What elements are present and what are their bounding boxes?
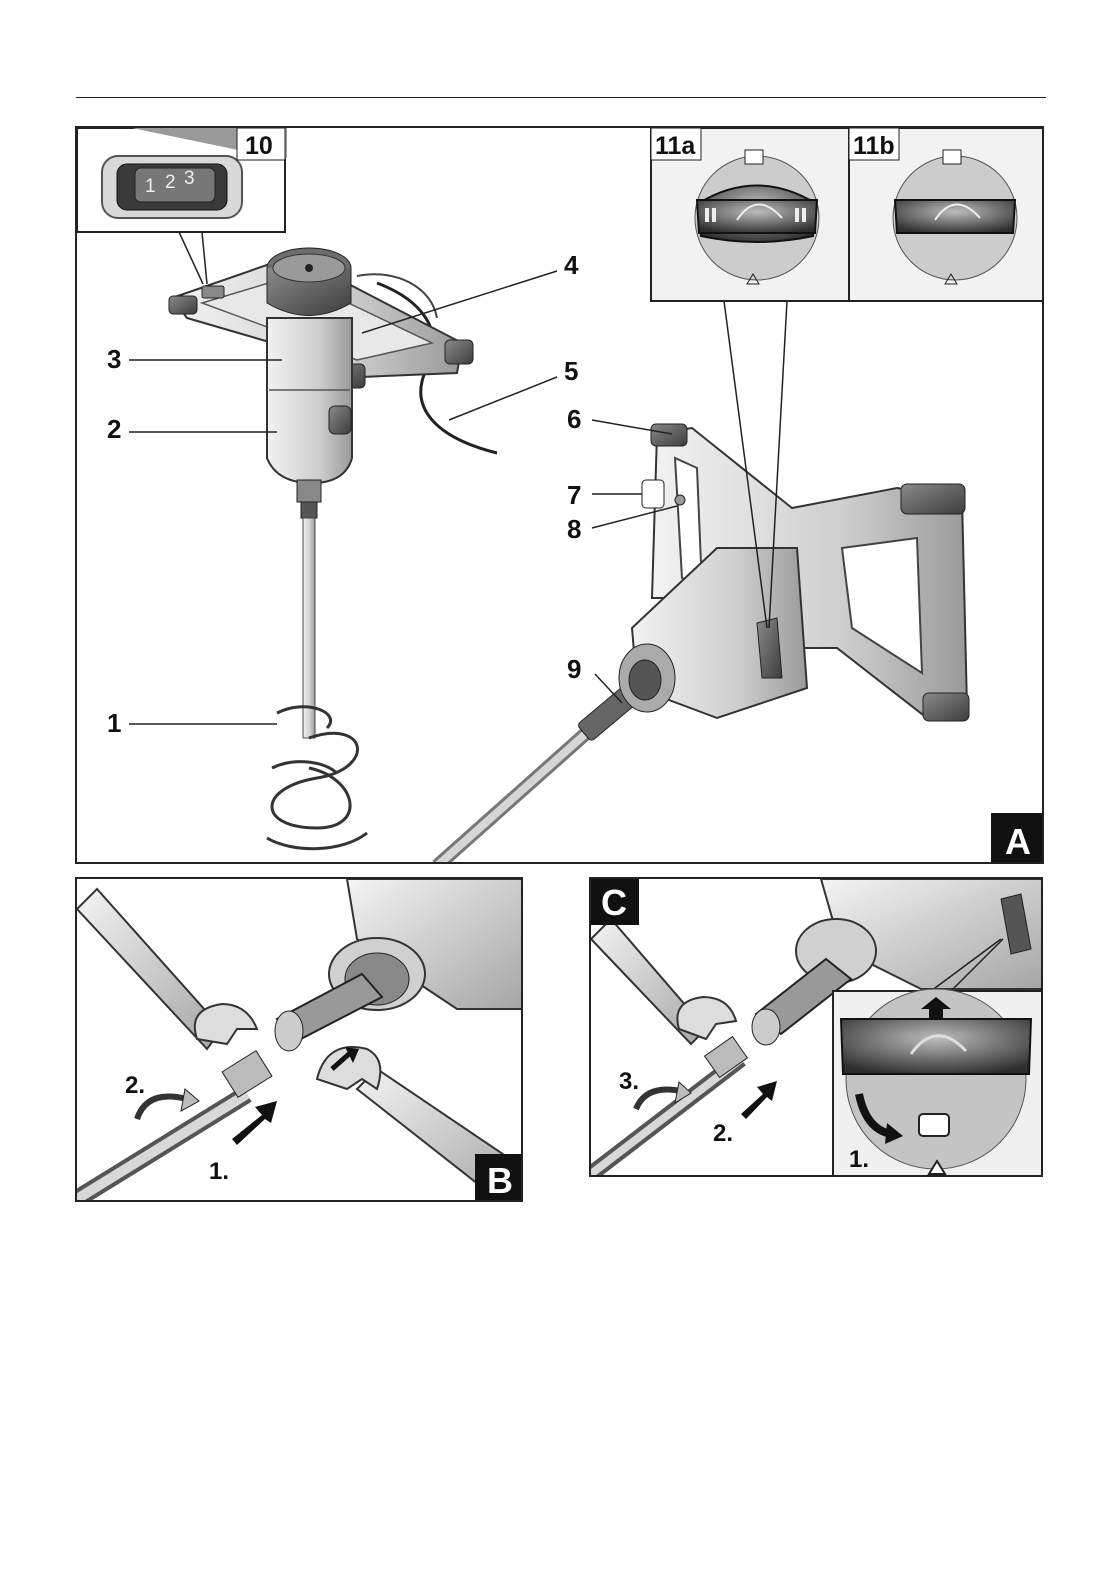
callout-6: 6: [567, 404, 581, 434]
inset-10-label: 10: [245, 132, 273, 160]
figure-c-labels: 1. 2. 3. C: [591, 879, 1043, 1177]
figure-c-panel: 1. 2. 3. C: [589, 877, 1043, 1177]
figure-c-badge: C: [601, 882, 627, 923]
figure-b-badge: B: [487, 1160, 513, 1201]
inset-11b-label: 11b: [853, 132, 895, 160]
speed-digit-3: 3: [184, 168, 195, 189]
figure-c-step-1: 1.: [849, 1146, 869, 1173]
figure-b-step-1: 1.: [209, 1158, 229, 1185]
callout-3: 3: [107, 344, 121, 374]
callout-7: 7: [567, 480, 581, 510]
figure-a-panel: 1 2 3 4 5 6 7 8 9 10 1 2 3 11a 11b A: [75, 126, 1044, 864]
callout-9: 9: [567, 654, 581, 684]
figure-c-step-3: 3.: [619, 1068, 639, 1095]
callout-8: 8: [567, 514, 581, 544]
header-rule: [76, 97, 1046, 98]
figure-b-panel: 1. 2. B: [75, 877, 523, 1202]
callout-1: 1: [107, 708, 121, 738]
speed-digit-1: 1: [145, 176, 156, 197]
inset-11a-label: 11a: [655, 132, 696, 160]
callout-4: 4: [564, 250, 579, 280]
figure-a-badge: A: [1005, 821, 1031, 862]
figure-c-step-2: 2.: [713, 1120, 733, 1147]
figure-a-labels: 1 2 3 4 5 6 7 8 9 10 1 2 3 11a 11b A: [77, 128, 1044, 864]
callout-2: 2: [107, 414, 121, 444]
speed-digit-2: 2: [165, 172, 176, 193]
figure-b-labels: 1. 2. B: [77, 879, 523, 1202]
figure-b-step-2: 2.: [125, 1072, 145, 1099]
callout-5: 5: [564, 356, 578, 386]
